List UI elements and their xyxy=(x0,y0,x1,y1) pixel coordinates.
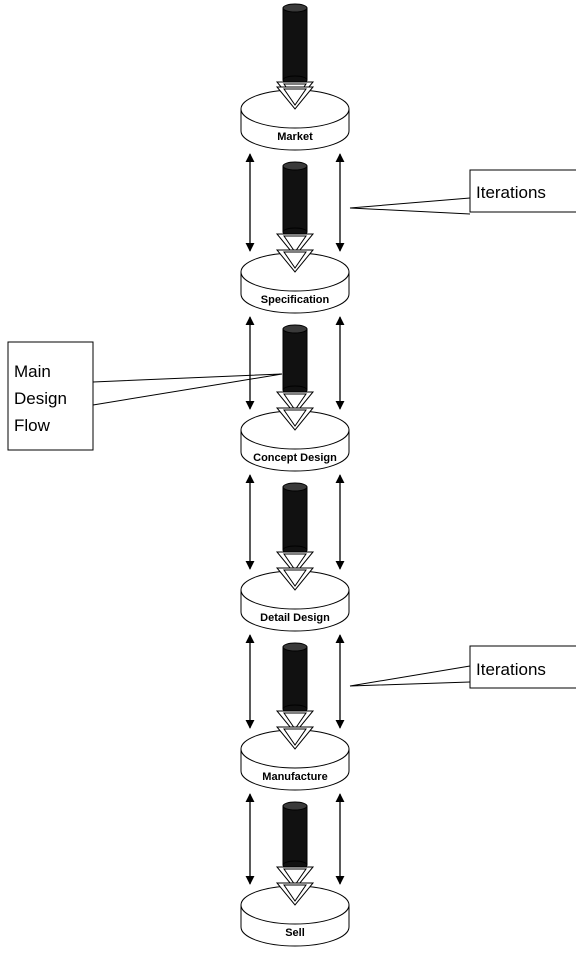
flow-cylinder-5 xyxy=(277,802,313,889)
iterations-callout-top: Iterations xyxy=(350,170,576,214)
stage-label: Concept Design xyxy=(253,452,337,464)
stage-label: Manufacture xyxy=(262,771,327,783)
iterations-label-top: Iterations xyxy=(476,183,546,202)
main-flow-pointer xyxy=(93,374,282,405)
flow-cylinder-3 xyxy=(277,483,313,574)
stage-label: Specification xyxy=(261,294,330,306)
flow-cylinder-2 xyxy=(277,325,313,414)
flow-cylinder-4 xyxy=(277,643,313,733)
stage-label: Detail Design xyxy=(260,612,330,624)
main-flow-label-line3: Flow xyxy=(14,416,51,435)
flow-cylinder-1 xyxy=(277,162,313,256)
main-flow-label-line2: Design xyxy=(14,389,67,408)
iterations-callout-bottom: Iterations xyxy=(350,646,576,688)
main-flow-label-line1: Main xyxy=(14,362,51,381)
stage-label: Market xyxy=(277,131,313,143)
iterations-pointer-top xyxy=(350,198,470,214)
stage-label: Sell xyxy=(285,927,305,939)
iterations-label-bottom: Iterations xyxy=(476,660,546,679)
iterations-pointer-bottom xyxy=(350,666,470,686)
